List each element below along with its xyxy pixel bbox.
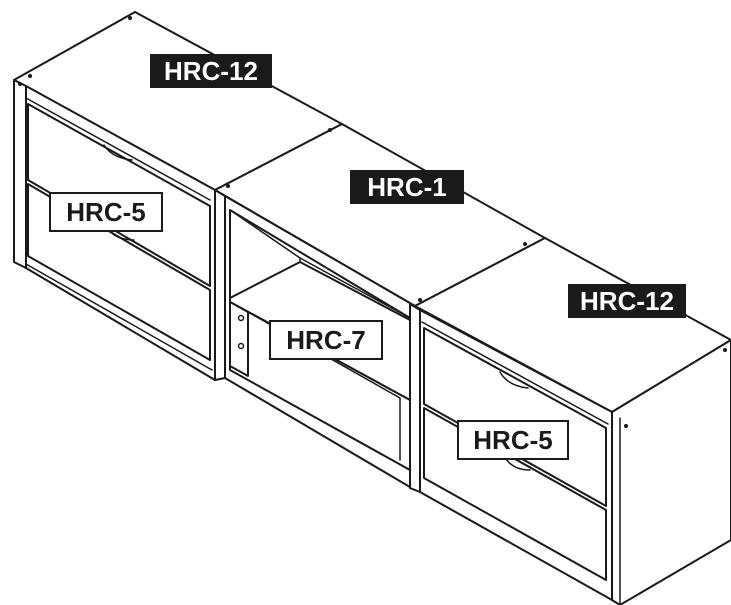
svg-text:HRC-1: HRC-1 [367,172,446,202]
svg-text:HRC-12: HRC-12 [580,286,674,316]
label-right-hrc-12: HRC-12 [568,284,686,318]
center-cabinet-left-edge [214,189,226,381]
svg-text:HRC-5: HRC-5 [473,425,552,455]
right-cabinet-side [611,339,731,605]
left-cabinet-side [13,79,27,269]
right-cabinet [409,237,731,605]
label-center-hrc-1: HRC-1 [350,170,464,204]
label-left-hrc-5: HRC-5 [49,192,163,232]
label-center-hrc-7: HRC-7 [269,320,383,360]
svg-text:HRC-7: HRC-7 [286,325,365,355]
label-left-hrc-12: HRC-12 [150,54,272,88]
svg-text:HRC-12: HRC-12 [164,56,258,86]
svg-text:HRC-5: HRC-5 [66,197,145,227]
center-shelf-side [229,301,249,377]
right-cabinet-left-edge [409,303,421,493]
label-right-hrc-5: HRC-5 [457,420,569,460]
right-upper-drawer [423,327,607,507]
